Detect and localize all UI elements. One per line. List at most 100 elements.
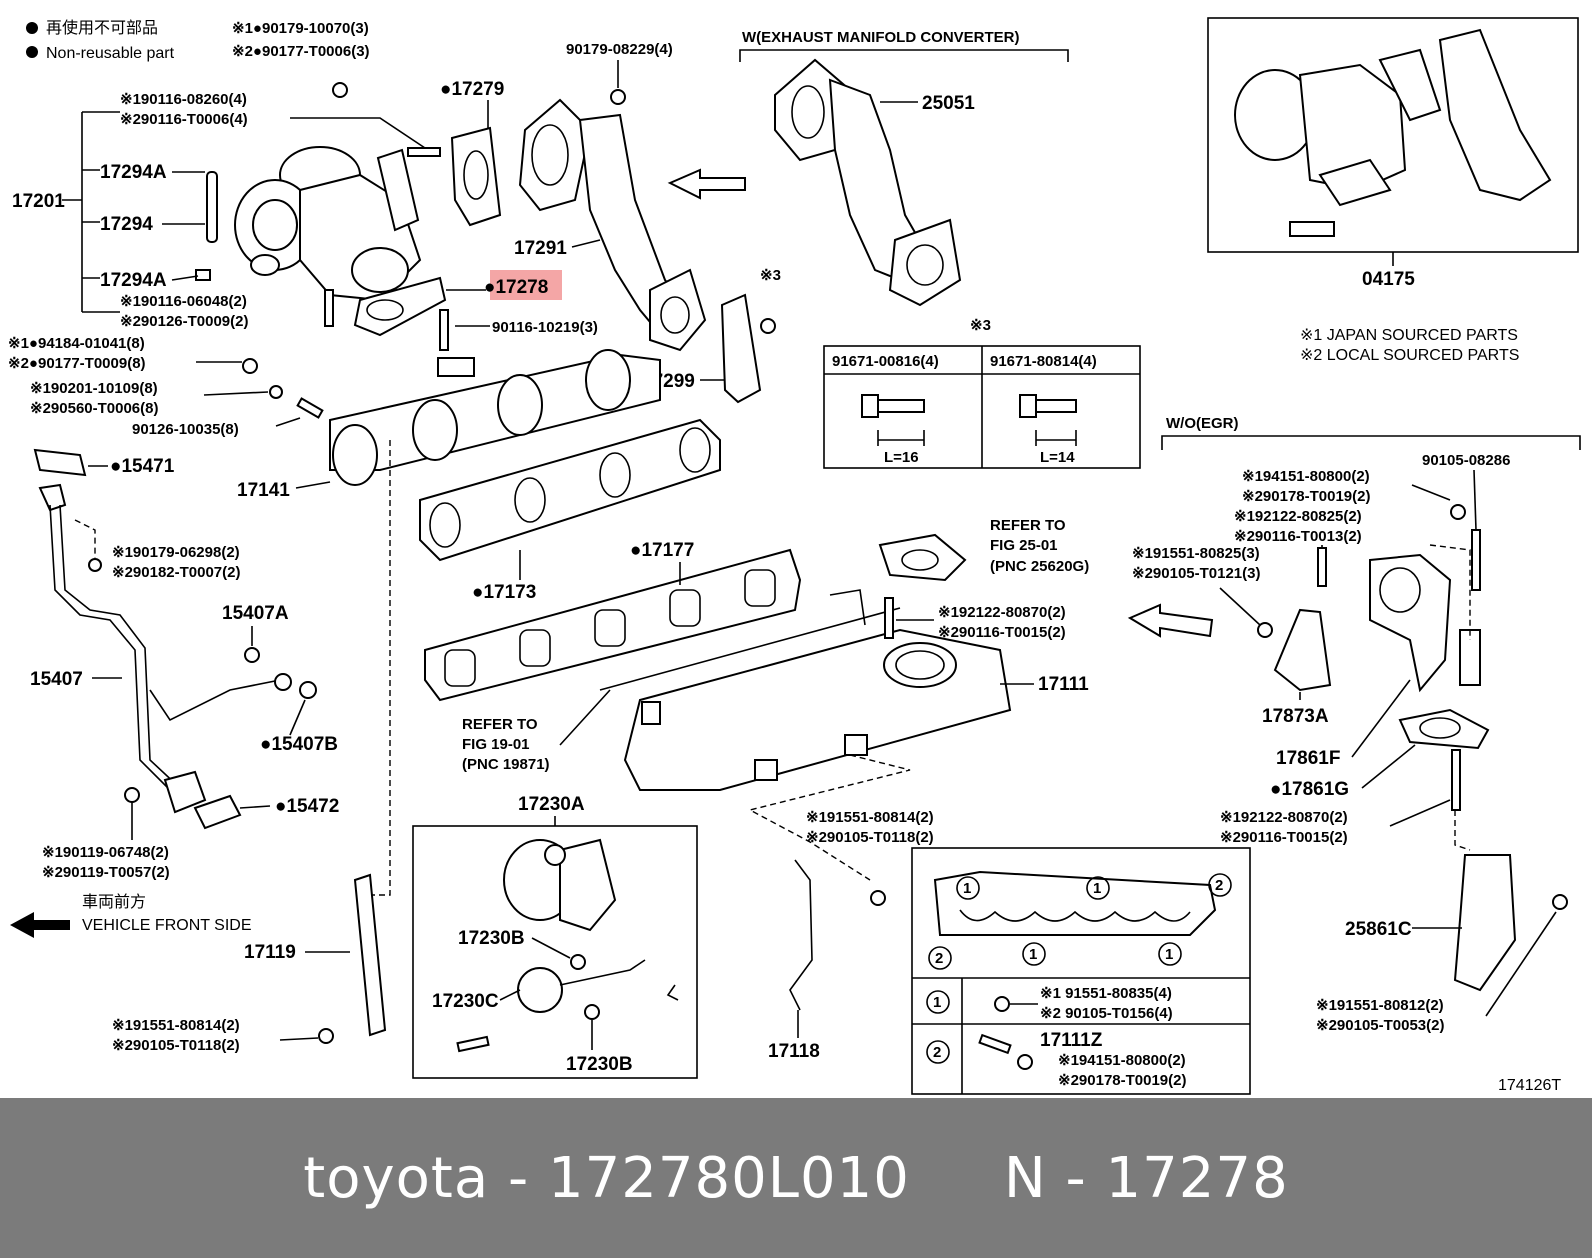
nut-icon (242, 358, 258, 374)
gasket-17279-drawing (450, 126, 502, 227)
label-90182-T0007: ※290182-T0007(2) (112, 564, 240, 581)
label-90119-06748: ※190119-06748(2) (42, 844, 169, 861)
label-17294: 17294 (100, 214, 153, 235)
label-90105-T0121: ※290105-T0121(3) (1132, 565, 1260, 582)
label-90116-T0015-lower: ※290116-T0015(2) (1220, 829, 1348, 846)
note-japan-sourced: ※1 JAPAN SOURCED PARTS (1300, 327, 1518, 344)
bolt-length-16: L=16 (884, 449, 919, 466)
refer19-line1: REFER TO (462, 716, 538, 733)
stud-icon (324, 289, 334, 327)
svg-text:1: 1 (963, 880, 971, 897)
label-17279: ●17279 (440, 79, 504, 100)
union-bolt-icon (299, 681, 317, 699)
label-25861C: 25861C (1345, 919, 1412, 940)
bolt-head-icon (318, 1028, 334, 1044)
label-90105-08286: 90105-08286 (1422, 452, 1510, 469)
header-wo-egr: W/O(EGR) (1166, 415, 1239, 432)
svg-text:1: 1 (933, 994, 941, 1011)
code-90179-10070: ※1●90179-10070(3) (232, 20, 369, 37)
label-90105-T0156: ※2 90105-T0156(4) (1040, 1005, 1173, 1022)
label-17177: ●17177 (630, 540, 694, 561)
svg-text:2: 2 (1215, 877, 1223, 894)
callout-1-icon: 1 (1158, 942, 1182, 966)
nut-icon (610, 89, 626, 105)
label-17111Z: 17111Z (1040, 1030, 1103, 1051)
washer-icon (269, 385, 283, 399)
bolt-head-icon (1552, 894, 1568, 910)
label-15407: 15407 (30, 669, 83, 690)
label-90116-06048: ※190116-06048(2) (120, 293, 247, 310)
label-90179-08229: 90179-08229(4) (566, 41, 673, 58)
converter-25051-drawing (774, 58, 962, 307)
refer25-line1: REFER TO (990, 517, 1066, 534)
turbo-actuator-drawing (456, 838, 679, 1053)
callout-2-icon: 2 (928, 946, 952, 970)
caption-bar: toyota - 172780L010 N - 17278 (0, 1098, 1592, 1258)
turbocharger-drawing (195, 146, 422, 302)
vehicle-front-arrow-icon (10, 912, 70, 938)
nut-icon (1450, 504, 1466, 520)
label-17118: 17118 (768, 1041, 820, 1062)
bolt-head-icon (870, 890, 886, 906)
bolt-icon (1471, 529, 1481, 591)
code-90177-T0006: ※2●90177-T0006(3) (232, 43, 370, 60)
legend-nonreusable-jp: 再使用不可部品 (46, 19, 158, 37)
svg-text:1: 1 (1165, 946, 1173, 963)
label-04175: 04175 (1362, 269, 1415, 290)
highlight-box (490, 270, 562, 300)
exhaust-pipe-17291-drawing (518, 98, 707, 352)
bullet-icon (26, 46, 38, 58)
callout-2-icon: 2 (926, 1040, 950, 1064)
label-17294A-upper: 17294A (100, 162, 167, 183)
note-3-header: ※3 (970, 317, 991, 334)
label-90177-T0009: ※2●90177-T0009(8) (8, 355, 146, 372)
bolt-head-icon (1257, 622, 1273, 638)
svg-text:1: 1 (1093, 880, 1101, 897)
intake-gasket-17177-drawing (424, 548, 802, 702)
label-90119-T0057: ※290119-T0057(2) (42, 864, 170, 881)
label-90105-T0053: ※290105-T0053(2) (1316, 1017, 1444, 1034)
refer19-line3: (PNC 19871) (462, 756, 550, 773)
label-90116-T0006: ※290116-T0006(4) (120, 111, 248, 128)
label-15471: ●15471 (110, 456, 175, 477)
label-90560-T0006: ※290560-T0006(8) (30, 400, 158, 417)
label-90105-T0118-mid: ※290105-T0118(2) (806, 829, 934, 846)
note-local-sourced: ※2 LOCAL SOURCED PARTS (1300, 347, 1519, 364)
refer25-line2: FIG 25-01 (990, 537, 1058, 554)
label-92122-80825: ※192122-80825(2) (1234, 508, 1362, 525)
bracket-17873A-drawing (1273, 608, 1332, 692)
label-15407A: 15407A (222, 603, 289, 624)
label-17291: 17291 (514, 238, 567, 259)
header-w-exhaust: W(EXHAUST MANIFOLD CONVERTER) (742, 29, 1020, 46)
label-17119: 17119 (244, 942, 296, 963)
label-91551-80812: ※191551-80812(2) (1316, 997, 1444, 1014)
stay-17119-drawing (353, 873, 387, 1037)
label-91551-80835: ※1 91551-80835(4) (1040, 985, 1172, 1002)
label-15407B: ●15407B (260, 734, 338, 755)
label-94184-01041: ※1●94184-01041(8) (8, 335, 145, 352)
label-17861G: ●17861G (1270, 779, 1349, 800)
bolt-91671-00816: 91671-00816(4) (832, 353, 939, 370)
bullet-icon (26, 22, 38, 34)
label-25051: 25051 (922, 93, 975, 114)
label-17111: 17111 (1038, 674, 1089, 695)
label-17173: ●17173 (472, 582, 536, 603)
legend-nonreusable-en: Non-reusable part (46, 45, 175, 62)
egr-adapter-17861F-drawing (1369, 544, 1481, 693)
callout-1-icon: 1 (926, 990, 950, 1014)
stud-icon (407, 147, 441, 157)
intake-manifold-gasket-drawing (933, 870, 1217, 936)
part-caption: toyota - 172780L010 N - 17278 (303, 1145, 1289, 1211)
bracket-17299-drawing (720, 293, 762, 404)
label-90116-T0013: ※290116-T0013(2) (1234, 528, 1362, 545)
bolt-head-icon (760, 318, 776, 334)
label-92122-80870-upper: ※192122-80870(2) (938, 604, 1066, 621)
callout-1-icon: 1 (1086, 876, 1110, 900)
label-17141: 17141 (237, 480, 290, 501)
label-90126-T0009: ※290126-T0009(2) (120, 313, 248, 330)
callout-1-icon: 1 (956, 876, 980, 900)
svg-text:1: 1 (1029, 946, 1037, 963)
label-94151-80800-box: ※194151-80800(2) (1058, 1052, 1186, 1069)
stud-icon (1451, 749, 1461, 811)
